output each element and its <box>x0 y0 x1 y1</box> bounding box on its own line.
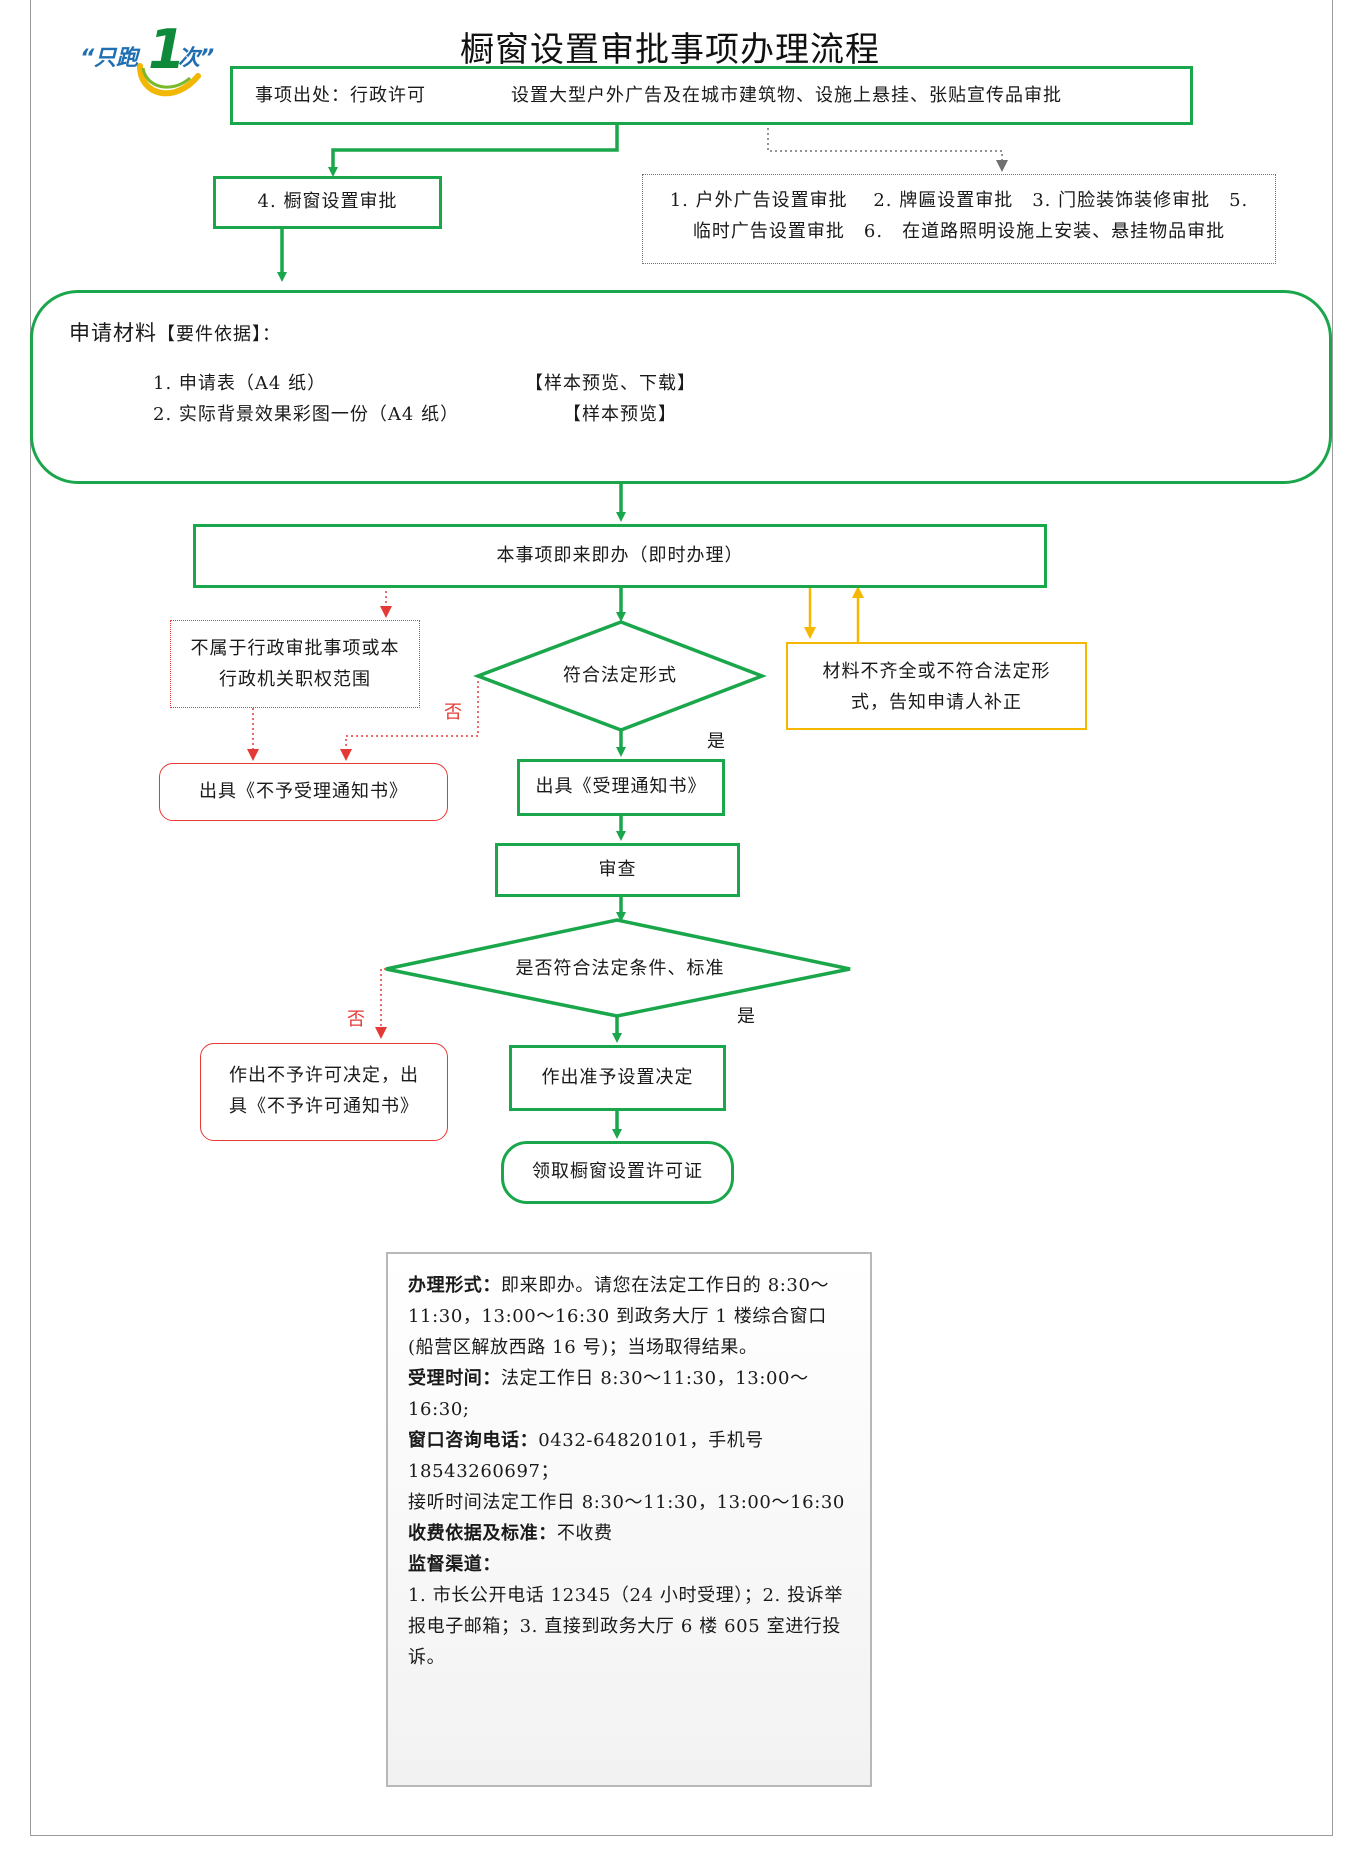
diamond-check-standard <box>385 918 851 1018</box>
not-in-scope-box: 不属于行政审批事项或本 行政机关职权范围 <box>170 620 420 708</box>
yes-label-2: 是 <box>737 1006 755 1027</box>
source-item: 设置大型户外广告及在城市建筑物、设施上悬挂、张贴宣传品审批 <box>511 85 1062 106</box>
material-item-1-link[interactable]: 【样本预览、下载】 <box>525 373 696 394</box>
info-time: 受理时间：法定工作日 8:30～11:30，13:00～16:30; <box>408 1363 850 1425</box>
materials-basis-link[interactable]: 【要件依据】： <box>157 324 281 345</box>
check-standard-text: 是否符合法定条件、标准 <box>515 957 725 979</box>
logo-text-left: “只跑 <box>80 46 139 71</box>
no-label-2: 否 <box>347 1009 365 1030</box>
deny-line2: 具《不予许可通知书》 <box>229 1095 419 1117</box>
accept-notice-label: 出具《受理通知书》 <box>535 776 707 798</box>
page-border <box>30 0 1333 1836</box>
arrow-source-to-others <box>767 123 1008 172</box>
info-supervise-label: 监督渠道： <box>408 1554 501 1575</box>
check-standard-label: 是否符合法定条件、标准 <box>460 949 780 989</box>
deny-line1: 作出不予许可决定，出 <box>229 1065 419 1086</box>
info-form: 办理形式：即来即办。请您在法定工作日的 8:30～11:30，13:00～16:… <box>408 1270 850 1363</box>
diamond-check-form <box>473 620 767 732</box>
review-box: 审查 <box>495 843 740 897</box>
logo-swoosh-icon <box>137 63 201 97</box>
page-title: 橱窗设置审批事项办理流程 <box>460 30 880 70</box>
selected-subitem-label: 4. 橱窗设置审批 <box>257 191 398 213</box>
yes-label-1: 是 <box>707 731 725 752</box>
logo-number: 1 <box>148 18 186 81</box>
info-form-text: 即来即办。请您在法定工作日的 8:30～11:30，13:00～16:30 到政… <box>408 1275 830 1358</box>
info-panel: 办理形式：即来即办。请您在法定工作日的 8:30～11:30，13:00～16:… <box>386 1252 872 1787</box>
incomplete-line1: 材料不齐全或不符合法定形 <box>822 661 1051 682</box>
info-phone-label: 窗口咨询电话： <box>408 1430 539 1451</box>
source-box: 事项出处：行政许可 设置大型户外广告及在城市建筑物、设施上悬挂、张贴宣传品审批 <box>230 66 1193 125</box>
check-form-label: 符合法定形式 <box>520 656 720 696</box>
reject-notice-label: 出具《不予受理通知书》 <box>199 780 408 802</box>
material-item-2: 2. 实际背景效果彩图一份（A4 纸） <box>153 404 460 425</box>
arrow-check-no-to-reject <box>340 676 479 761</box>
source-label: 事项出处：行政许可 <box>255 85 426 106</box>
other-subitems-line1: 1. 户外广告设置审批 2. 牌匾设置审批 3. 门脸装饰装修审批 5. <box>669 190 1249 211</box>
info-phone: 窗口咨询电话：0432-64820101，手机号 18543260697； <box>408 1425 850 1487</box>
check-form-text: 符合法定形式 <box>563 664 677 686</box>
info-fee-label: 收费依据及标准： <box>408 1523 557 1544</box>
material-item-2-link[interactable]: 【样本预览】 <box>563 404 677 425</box>
info-time-text: 法定工作日 8:30～11:30，13:00～16:30; <box>408 1368 809 1420</box>
materials-box: 申请材料【要件依据】： 1. 申请表（A4 纸） 【样本预览、下载】 2. 实际… <box>30 290 1332 484</box>
incomplete-line2: 式，告知申请人补正 <box>851 691 1022 713</box>
info-form-label: 办理形式： <box>408 1275 501 1296</box>
deny-box: 作出不予许可决定，出 具《不予许可通知书》 <box>200 1043 448 1141</box>
incomplete-box: 材料不齐全或不符合法定形 式，告知申请人补正 <box>786 642 1087 730</box>
material-item-1: 1. 申请表（A4 纸） <box>153 373 327 394</box>
no-label-1: 否 <box>444 702 462 723</box>
arrow-source-to-selected <box>328 123 619 177</box>
selected-subitem-box: 4. 橱窗设置审批 <box>213 176 442 229</box>
logo-text-right: 次” <box>178 46 215 71</box>
instant-label: 本事项即来即办（即时办理） <box>496 544 744 566</box>
collect-box: 领取橱窗设置许可证 <box>501 1141 734 1204</box>
not-in-scope-line2: 行政机关职权范围 <box>219 668 371 690</box>
collect-label: 领取橱窗设置许可证 <box>532 1161 703 1183</box>
arrow-standard-no-to-deny <box>375 968 387 1039</box>
materials-heading: 申请材料 <box>69 321 157 345</box>
other-subitems-box: 1. 户外广告设置审批 2. 牌匾设置审批 3. 门脸装饰装修审批 5. 临时广… <box>642 174 1276 264</box>
info-phone-hours: 接听时间法定工作日 8:30～11:30，13:00～16:30 <box>408 1492 845 1513</box>
info-supervise: 监督渠道： <box>408 1549 850 1580</box>
not-in-scope-line1: 不属于行政审批事项或本 <box>190 638 400 659</box>
review-label: 审查 <box>598 858 637 880</box>
info-time-label: 受理时间： <box>408 1368 501 1389</box>
info-supervise-text: 1. 市长公开电话 12345（24 小时受理）；2. 投诉举报电子邮箱；3. … <box>408 1585 843 1668</box>
approve-label: 作出准予设置决定 <box>541 1066 694 1088</box>
instant-box: 本事项即来即办（即时办理） <box>193 524 1047 588</box>
info-phone-text: 0432-64820101，手机号 18543260697； <box>408 1430 764 1482</box>
accept-notice-box: 出具《受理通知书》 <box>517 759 725 816</box>
logo: “只跑 1 次” <box>80 18 220 100</box>
other-subitems-line2: 临时广告设置审批 6. 在道路照明设施上安装、悬挂物品审批 <box>692 220 1226 242</box>
info-fee-text: 不收费 <box>556 1523 613 1544</box>
info-fee: 收费依据及标准：不收费 <box>408 1518 850 1549</box>
reject-notice-box: 出具《不予受理通知书》 <box>159 763 448 821</box>
approve-box: 作出准予设置决定 <box>509 1045 726 1111</box>
